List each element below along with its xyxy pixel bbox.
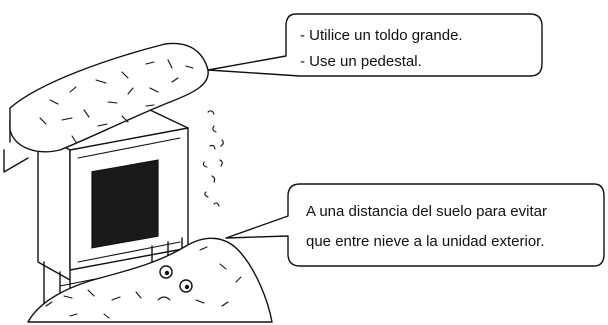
snow-drift [27, 237, 273, 323]
snow-face [157, 265, 193, 301]
callout-bottom-line-2: que entre nieve a la unidad exterior. [306, 233, 545, 250]
outdoor-unit [37, 109, 189, 281]
awning [9, 42, 209, 153]
fan-grille [91, 159, 159, 249]
callout-bottom: A una distancia del suelo para evitar qu… [225, 183, 605, 267]
callout-bottom-line-1: A una distancia del suelo para evitar [306, 203, 547, 220]
callout-top: - Utilice un toldo grande. - Use un pede… [207, 13, 543, 77]
falling-snow [202, 110, 224, 207]
callout-top-line-1: - Utilice un toldo grande. [300, 27, 463, 44]
callout-top-line-2: - Use un pedestal. [300, 53, 422, 70]
